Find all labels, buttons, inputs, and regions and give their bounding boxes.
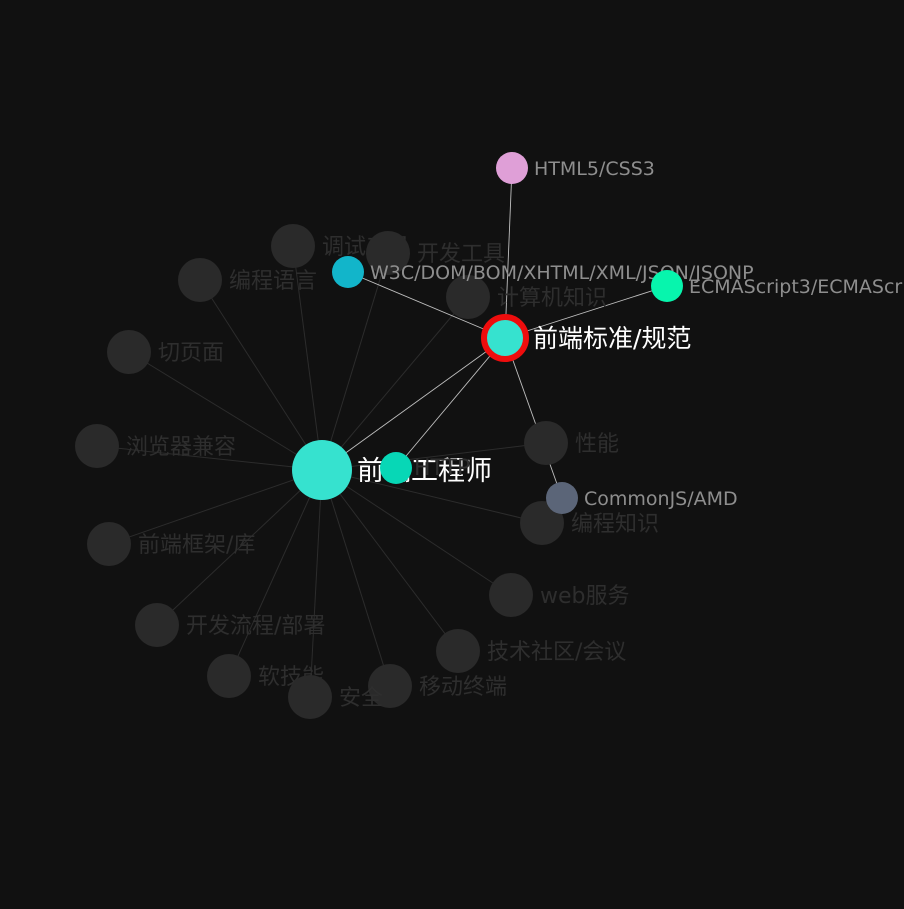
node-label: 安全: [339, 686, 383, 711]
node-circle[interactable]: [292, 440, 352, 500]
node-label: 切页面: [158, 341, 224, 366]
node-label: ECMAScript3/ECMAScript5: [689, 276, 904, 298]
edge-perf: [321, 442, 547, 471]
graph-node-community[interactable]: 技术社区/会议: [436, 629, 626, 673]
node-label: CommonJS/AMD: [584, 488, 738, 510]
edge-slicing: [128, 351, 323, 471]
graph-node-lang[interactable]: 编程语言: [178, 258, 317, 302]
edge-community: [321, 469, 459, 652]
edge-progknow: [321, 469, 543, 524]
node-circle[interactable]: [87, 522, 131, 566]
node-circle[interactable]: [520, 501, 564, 545]
node-circle[interactable]: [496, 152, 528, 184]
node-label: 编程语言: [229, 269, 317, 294]
edge-security: [309, 469, 323, 698]
edge-webservice: [321, 469, 512, 596]
node-circle[interactable]: [332, 256, 364, 288]
edges-layer: [96, 167, 668, 698]
graph-node-compat[interactable]: 浏览器兼容: [75, 424, 236, 468]
graph-node-framework[interactable]: 前端框架/库: [87, 522, 255, 566]
node-label: web服务: [540, 584, 630, 609]
graph-node-slicing[interactable]: 切页面: [107, 330, 224, 374]
node-label: 移动终端: [419, 675, 507, 700]
edge-soft: [228, 469, 323, 677]
node-label: 技术社区/会议: [487, 640, 626, 665]
node-circle[interactable]: [524, 421, 568, 465]
node-label: 开发流程/部署: [186, 614, 325, 639]
node-label: 前端标准/规范: [533, 324, 691, 353]
node-label: 前端工程师: [357, 456, 492, 487]
edge-focus: [321, 337, 506, 471]
edge-w3c: [347, 271, 506, 339]
edge-mobile: [321, 469, 391, 687]
graph-node-http[interactable]: HTTP: [380, 452, 470, 484]
node-circle[interactable]: [75, 424, 119, 468]
highlight-nodes-layer: 前端工程师HTML5/CSS3W3C/DOM/BOM/XHTML/XML/JSO…: [292, 152, 904, 514]
node-circle[interactable]: [178, 258, 222, 302]
edge-ecma: [504, 285, 668, 339]
edge-html5: [504, 167, 513, 339]
graph-node-root[interactable]: 前端工程师: [292, 440, 492, 500]
node-circle[interactable]: [368, 664, 412, 708]
node-label: 浏览器兼容: [126, 435, 236, 460]
node-circle[interactable]: [436, 629, 480, 673]
dim-nodes-layer: 调试工具开发工具编程语言计算机知识切页面浏览器兼容性能编程知识前端框架/库web…: [75, 224, 659, 719]
graph-node-devtools[interactable]: 开发工具: [366, 231, 505, 275]
node-label: 编程知识: [571, 512, 659, 537]
graph-node-perf[interactable]: 性能: [524, 421, 619, 465]
node-label: 前端框架/库: [138, 533, 255, 558]
edge-workflow: [156, 469, 323, 626]
graph-node-html5[interactable]: HTML5/CSS3: [496, 152, 655, 184]
node-label: 开发工具: [417, 242, 505, 267]
edge-devtools: [321, 252, 389, 471]
node-circle[interactable]: [135, 603, 179, 647]
edge-lang: [199, 279, 323, 471]
graph-node-security[interactable]: 安全: [288, 675, 383, 719]
node-circle[interactable]: [271, 224, 315, 268]
node-circle[interactable]: [288, 675, 332, 719]
node-circle[interactable]: [651, 270, 683, 302]
node-circle[interactable]: [207, 654, 251, 698]
edge-http: [395, 337, 506, 469]
node-circle[interactable]: [366, 231, 410, 275]
graph-node-cs[interactable]: 计算机知识: [446, 275, 607, 319]
edge-compat: [96, 445, 323, 471]
selected-node-ring[interactable]: [481, 314, 529, 362]
graph-node-commonjs[interactable]: CommonJS/AMD: [546, 482, 738, 514]
edge-commonjs: [504, 337, 563, 499]
node-circle[interactable]: [380, 452, 412, 484]
node-circle[interactable]: [546, 482, 578, 514]
edge-framework: [108, 469, 323, 545]
graph-node-focus[interactable]: 前端标准/规范: [481, 314, 691, 362]
edge-cs: [321, 296, 469, 471]
edge-debug: [292, 245, 323, 471]
node-circle[interactable]: [489, 573, 533, 617]
node-label: HTML5/CSS3: [534, 158, 655, 180]
node-circle[interactable]: [446, 275, 490, 319]
node-label: HTTP: [414, 456, 470, 481]
graph-node-mobile[interactable]: 移动终端: [368, 664, 507, 708]
graph-node-ecma[interactable]: ECMAScript3/ECMAScript5: [651, 270, 904, 302]
node-label: 性能: [575, 432, 619, 457]
graph-node-workflow[interactable]: 开发流程/部署: [135, 603, 325, 647]
node-label: 计算机知识: [497, 286, 607, 311]
graph-node-webservice[interactable]: web服务: [489, 573, 630, 617]
graph-node-progknow[interactable]: 编程知识: [520, 501, 659, 545]
node-circle[interactable]: [107, 330, 151, 374]
